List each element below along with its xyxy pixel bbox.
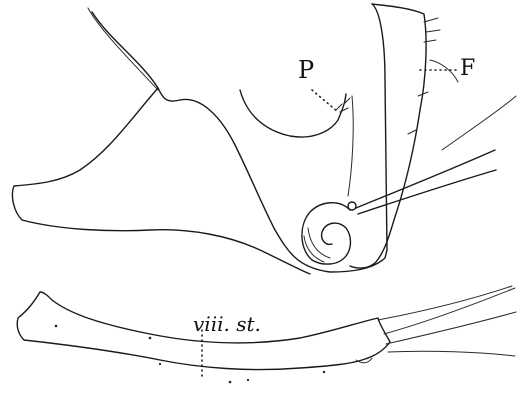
p-lobe <box>240 90 346 137</box>
tube-lower <box>358 170 496 214</box>
speck <box>247 379 249 381</box>
p-leader <box>312 90 338 112</box>
f-process <box>350 4 426 268</box>
left-lobe-outline <box>12 88 310 274</box>
speck <box>229 381 232 384</box>
label-f: F <box>460 56 475 81</box>
speck <box>55 325 58 328</box>
tube-upper <box>356 150 495 208</box>
clasper-joint <box>348 202 356 210</box>
right-curve <box>430 60 458 82</box>
label-p: P <box>298 56 314 84</box>
f-bristles <box>408 18 440 134</box>
speck <box>323 371 325 373</box>
speck <box>159 363 161 365</box>
clasper-shading <box>304 228 330 262</box>
f-inner-line <box>348 96 353 196</box>
genital-plate-outline <box>92 4 387 272</box>
speck <box>149 337 152 340</box>
sternite-right-lines <box>378 286 516 356</box>
right-body-line <box>442 96 516 150</box>
label-sternite: viii. st. <box>193 312 261 336</box>
